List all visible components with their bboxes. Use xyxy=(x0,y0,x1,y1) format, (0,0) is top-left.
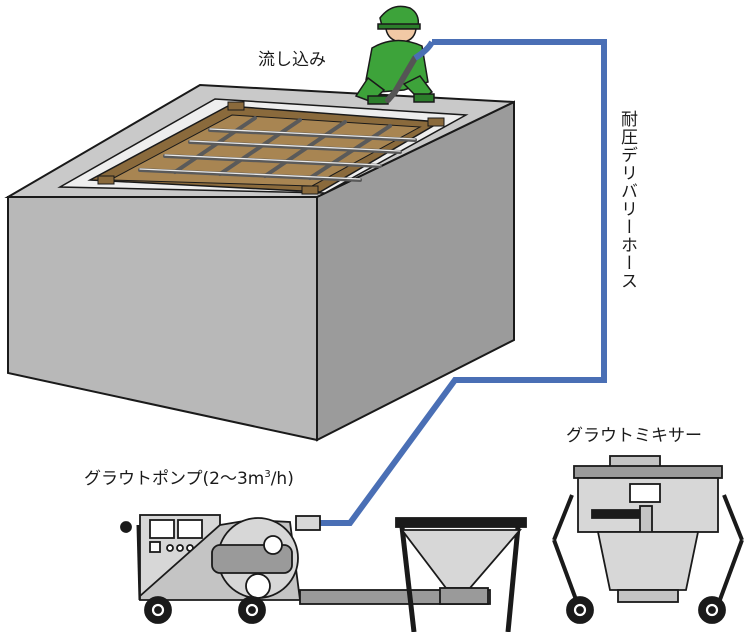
delivery-hose xyxy=(300,39,607,526)
grout-mixer-icon xyxy=(552,455,744,624)
hopper-icon xyxy=(395,517,527,632)
label-grout-mixer: グラウトミキサー xyxy=(566,426,702,446)
label-pouring: 流し込み xyxy=(258,50,326,70)
label-delivery-hose: 耐圧デリバリーホース xyxy=(617,110,637,290)
grout-pump-icon xyxy=(120,514,491,624)
formwork-frame xyxy=(87,101,445,195)
label-grout-pump: グラウトポンプ(2～3m3/h) xyxy=(84,469,294,489)
worker-icon xyxy=(354,5,435,105)
